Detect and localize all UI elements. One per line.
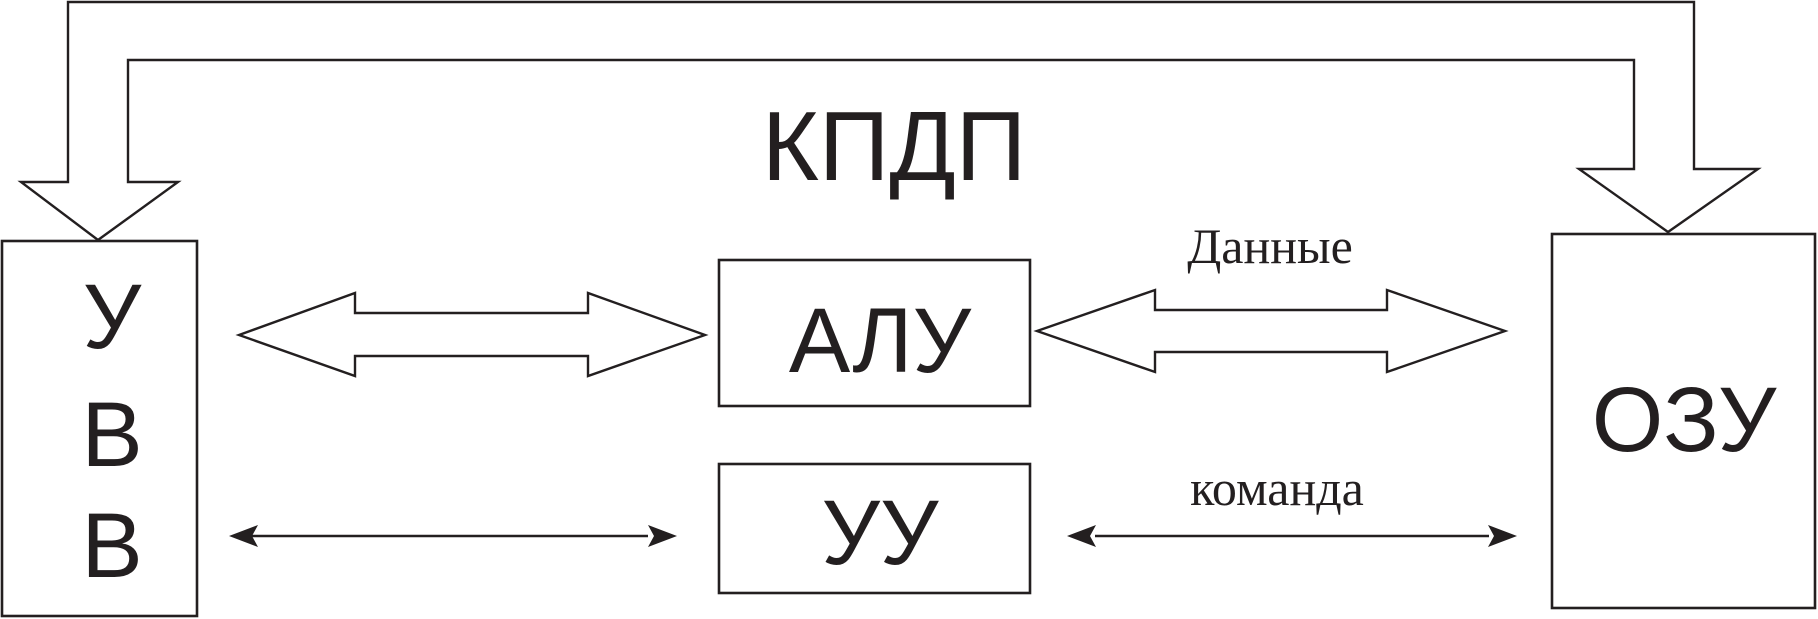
io-control-arrowhead-right — [648, 525, 677, 547]
command-label: команда — [1190, 460, 1364, 516]
io-unit-letter-3: В — [81, 495, 142, 597]
control-memory-arrowhead-right — [1488, 525, 1517, 547]
bus-arrow — [17, 0, 1762, 242]
alu-label: АЛУ — [789, 290, 972, 392]
bus-label: КПДП — [762, 91, 1026, 201]
memory-label: ОЗУ — [1592, 369, 1777, 471]
io-unit-letter-1: У — [83, 266, 142, 368]
io-unit-letter-2: В — [81, 384, 142, 486]
memory-box — [1550, 232, 1817, 610]
io-unit-box — [0, 239, 199, 618]
io-alu-double-arrow — [235, 291, 709, 378]
control-unit-label: УУ — [822, 482, 939, 584]
alu-memory-double-arrow — [1033, 288, 1509, 374]
io-control-arrowhead-left — [229, 525, 258, 547]
data-label: Данные — [1187, 218, 1353, 274]
control-memory-arrowhead-left — [1067, 525, 1096, 547]
alu-box — [717, 258, 1032, 408]
control-unit-box — [717, 462, 1032, 595]
